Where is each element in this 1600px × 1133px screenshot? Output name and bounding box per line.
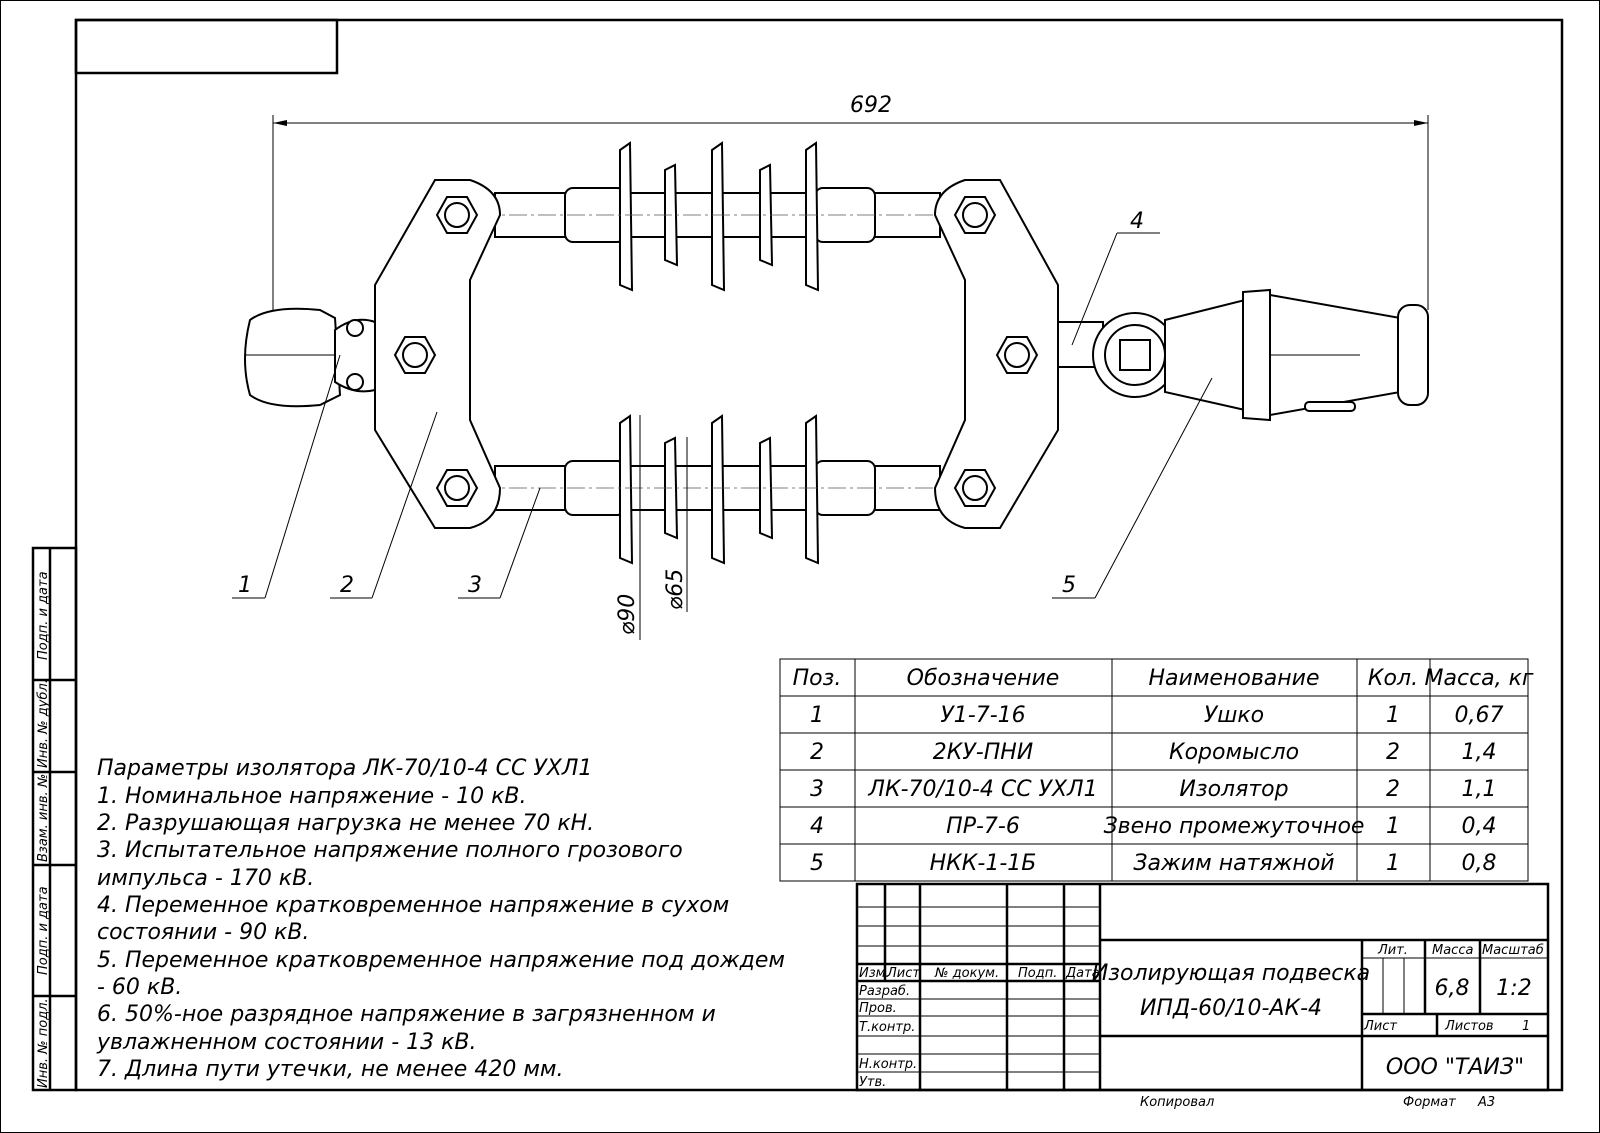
note-line: импульса - 170 кВ. (97, 866, 314, 891)
title-block: Изм. Лист № докум. Подп. Дата Разраб. Пр… (855, 882, 1550, 1110)
stamp-label: Инв. № подл. (36, 998, 51, 1088)
dimension-label: 692 (850, 93, 892, 118)
lit-label: Лит. (1377, 943, 1408, 958)
table-cell: НКК-1-1Б (930, 851, 1037, 876)
scale-value: 1:2 (1496, 976, 1531, 1001)
table-cell: 3 (810, 777, 824, 802)
table-cell: 0,8 (1462, 851, 1497, 876)
scale-label: Масштаб (1482, 943, 1544, 958)
table-cell: 1 (810, 703, 824, 728)
mass-value: 6,8 (1435, 976, 1470, 1001)
dimension-d90: ⌀90 (615, 594, 640, 635)
sheets-label: Листов (1444, 1019, 1494, 1034)
role-label: Утв. (859, 1075, 886, 1090)
sheet-label: Лист (1363, 1019, 1397, 1034)
insulator-upper (480, 141, 960, 292)
role-label: Н.контр. (859, 1057, 917, 1072)
note-line: 7. Длина пути утечки, не менее 420 мм. (97, 1057, 564, 1082)
mass-label: Масса (1432, 943, 1473, 958)
col-label: № докум. (934, 966, 999, 981)
callout-2: 2 (340, 573, 354, 598)
table-header: Кол. (1368, 666, 1418, 691)
stamp-label: Инв. № дубл. (36, 679, 51, 768)
table-cell: ЛК-70/10-4 СС УХЛ1 (867, 777, 1097, 802)
col-label: Подп. (1018, 966, 1057, 981)
table-cell: 0,4 (1462, 814, 1497, 839)
note-line: Параметры изолятора ЛК-70/10-4 СС УХЛ1 (97, 756, 592, 781)
table-cell: Изолятор (1179, 777, 1288, 802)
side-stamp: Подп. и дата Инв. № дубл. Взам. инв. № П… (31, 546, 78, 1092)
table-header: Масса, кг (1425, 666, 1534, 691)
note-line: - 60 кВ. (97, 975, 182, 1000)
note-line: увлажненном состоянии - 13 кВ. (96, 1030, 477, 1055)
role-label: Пров. (859, 1001, 897, 1016)
table-cell: 0,67 (1455, 703, 1504, 728)
note-line: 4. Переменное кратковременное напряжение… (97, 893, 729, 918)
table-cell: 1 (1386, 851, 1400, 876)
callout-3: 3 (468, 573, 482, 598)
table-cell: 4 (810, 814, 824, 839)
top-left-stamp (74, 18, 339, 75)
table-cell: 2 (1386, 740, 1400, 765)
table-cell: Коромысло (1169, 740, 1299, 765)
callout-4: 4 (1130, 209, 1144, 234)
specification-table: Поз. Обозначение Наименование Кол. Масса, кг… (779, 658, 1534, 882)
table-cell: 1,1 (1462, 777, 1497, 802)
sheets-value: 1 (1522, 1019, 1530, 1034)
copied-label: Копировал (1140, 1095, 1214, 1110)
stamp-label: Подп. и дата (36, 886, 51, 975)
drawing-title: Изолирующая подвеска (1092, 961, 1370, 986)
bolt-nuts (393, 196, 1039, 507)
callout-1: 1 (238, 573, 252, 598)
table-cell: 2 (1386, 777, 1400, 802)
insulator-lower (480, 414, 960, 565)
table-cell: Звено промежуточное (1104, 814, 1365, 839)
note-line: 1. Номинальное напряжение - 10 кВ. (97, 784, 526, 809)
table-cell: ПР-7-6 (946, 814, 1020, 839)
note-line: 3. Испытательное напряжение полного гроз… (97, 838, 683, 863)
table-cell: 5 (810, 851, 824, 876)
table-cell: 1 (1386, 703, 1400, 728)
col-label: Дата (1065, 966, 1100, 981)
dimension-overall-length: 692 (272, 93, 1429, 310)
note-line: 5. Переменное кратковременное напряжение… (97, 948, 785, 973)
company-name: ООО "ТАИЗ" (1386, 1055, 1524, 1080)
table-cell: 2КУ-ПНИ (933, 740, 1034, 765)
format-value: А3 (1477, 1095, 1495, 1110)
table-cell: У1-7-16 (940, 703, 1025, 728)
role-label: Разраб. (859, 984, 910, 999)
callout-leaders (232, 232, 1213, 640)
yoke-left (374, 179, 502, 529)
link-and-clamp (1057, 288, 1429, 422)
dimension-d65: ⌀65 (663, 569, 688, 610)
table-cell: Зажим натяжной (1133, 851, 1334, 876)
table-cell: 1,4 (1462, 740, 1497, 765)
table-header: Поз. (793, 666, 842, 691)
table-cell: Ушко (1204, 703, 1264, 728)
table-header: Обозначение (907, 666, 1060, 691)
stamp-label: Взам. инв. № (36, 774, 51, 862)
ear-part (244, 307, 376, 408)
note-line: состоянии - 90 кВ. (97, 920, 309, 945)
table-cell: 1 (1386, 814, 1400, 839)
format-label: Формат (1403, 1095, 1456, 1110)
note-line: 6. 50%-ное разрядное напряжение в загряз… (97, 1002, 716, 1027)
technical-notes: Параметры изолятора ЛК-70/10-4 СС УХЛ1 1… (96, 756, 785, 1082)
table-cell: 2 (810, 740, 824, 765)
col-label: Изм. (859, 966, 890, 981)
stamp-label: Подп. и дата (36, 571, 51, 660)
col-label: Лист (886, 966, 920, 981)
table-header: Наименование (1149, 666, 1320, 691)
note-line: 2. Разрушающая нагрузка не менее 70 кН. (97, 811, 594, 836)
callout-5: 5 (1062, 573, 1076, 598)
role-label: Т.контр. (859, 1020, 915, 1035)
drawing-code: ИПД-60/10-АК-4 (1140, 996, 1322, 1021)
